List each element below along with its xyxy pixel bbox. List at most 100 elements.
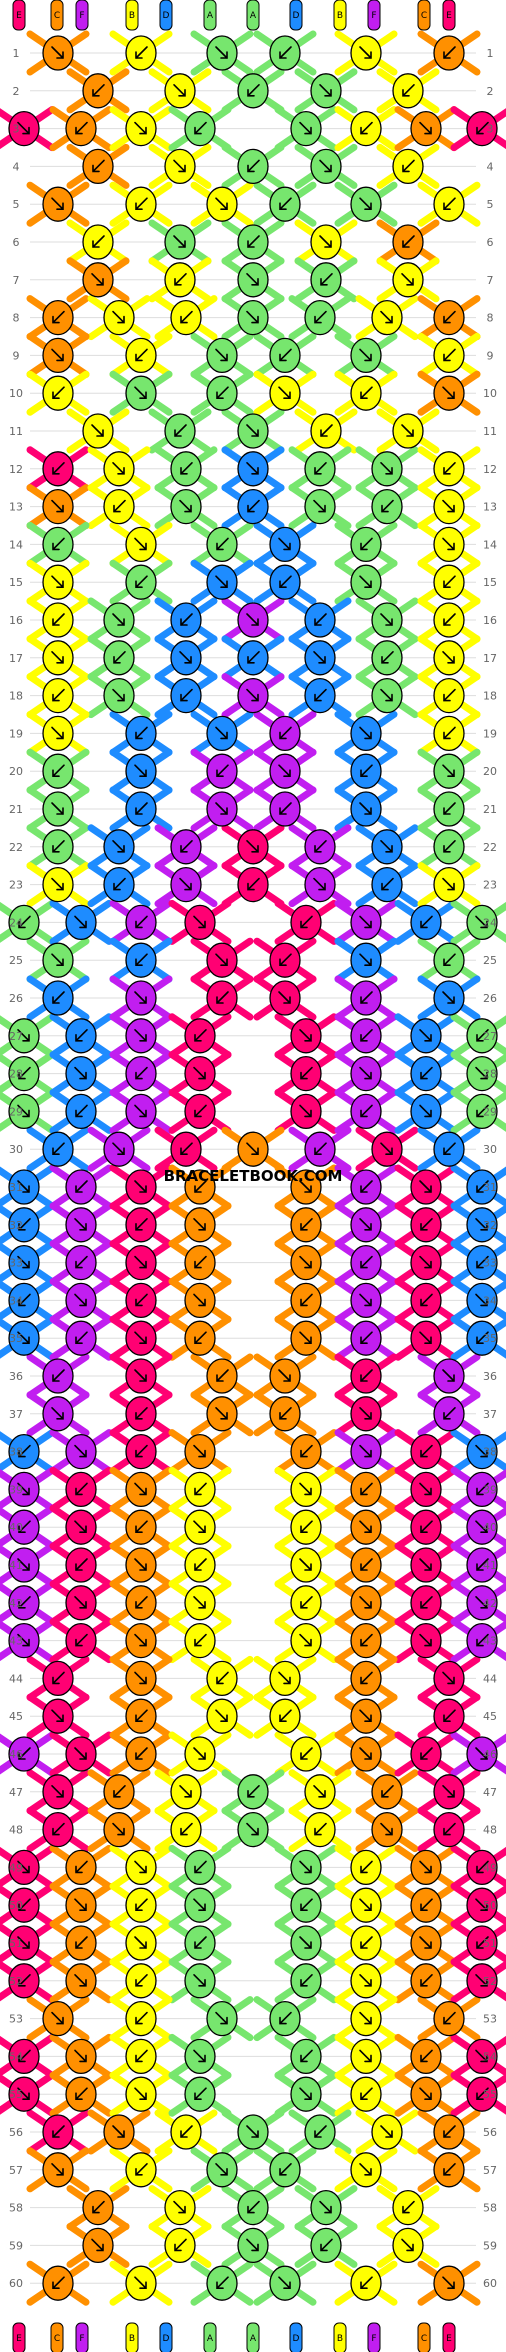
knot: [42, 375, 74, 411]
string-tag-label: A: [207, 2334, 214, 2344]
knot: [125, 942, 157, 978]
knot-arrow-icon: [246, 840, 259, 853]
knot: [8, 1736, 40, 1772]
knot: [103, 1131, 135, 1167]
knot-arrow-icon: [279, 2163, 292, 2176]
knot: [125, 904, 157, 941]
knot-arrow-icon: [360, 991, 373, 1004]
knot: [103, 1774, 135, 1810]
knot-arrow-icon: [442, 499, 455, 513]
knot-arrow-icon: [420, 1066, 433, 1080]
knot-arrow-icon: [247, 499, 260, 513]
knot-arrow-icon: [359, 1066, 372, 1080]
knot-arrow-icon: [443, 2163, 456, 2176]
knot-arrow-icon: [419, 121, 432, 135]
knot-arrow-icon: [360, 764, 373, 777]
knot: [410, 1471, 442, 1508]
knot-arrow-icon: [74, 1974, 87, 1987]
row-number-left: 5: [13, 198, 20, 211]
row-number-right: 31: [483, 1181, 497, 1194]
knot: [206, 791, 238, 827]
knot: [466, 1547, 498, 1583]
knot: [290, 2038, 322, 2075]
knot-arrow-icon: [134, 1029, 147, 1042]
knot: [164, 262, 196, 298]
knot-arrow-icon: [75, 1029, 88, 1042]
knot-arrow-icon: [193, 1974, 206, 1987]
knot: [237, 2189, 269, 2226]
row-number-left: 57: [9, 2164, 23, 2177]
knot-arrow-icon: [74, 1747, 87, 1760]
knot-arrow-icon: [194, 1558, 207, 1571]
row-number-right: 27: [483, 1030, 497, 1043]
knot-arrow-icon: [74, 1596, 87, 1609]
row-number-left: 20: [9, 765, 23, 778]
row-number-right: 22: [483, 841, 497, 854]
string-tag-shape: [159, 0, 173, 31]
row-number-left: 12: [9, 463, 23, 476]
knot-arrow-icon: [135, 726, 148, 740]
knot: [433, 526, 465, 563]
knot-arrow-icon: [52, 991, 65, 1004]
knot: [290, 1055, 322, 1092]
knot: [410, 1320, 442, 1356]
row-number-left: 47: [9, 1786, 23, 1799]
knot: [8, 1433, 40, 1470]
knot: [184, 1244, 216, 1281]
knot-arrow-icon: [135, 1596, 148, 1609]
row-number-right: 54: [483, 2050, 497, 2063]
knot: [350, 1509, 382, 1545]
knot-arrow-icon: [381, 1785, 394, 1798]
knot-arrow-icon: [134, 1558, 147, 1571]
knot: [125, 1358, 157, 1394]
knot: [290, 110, 322, 147]
knot: [350, 1396, 382, 1432]
knot-arrow-icon: [74, 1520, 87, 1533]
knot: [371, 829, 403, 865]
knot-arrow-icon: [18, 1293, 31, 1307]
knot: [290, 2076, 322, 2112]
row-number-right: 9: [487, 349, 494, 362]
knot: [269, 375, 301, 411]
knot-arrow-icon: [193, 1293, 206, 1307]
knot: [350, 1698, 382, 1734]
knot-arrow-icon: [18, 1066, 31, 1080]
knot: [371, 640, 403, 676]
knot-arrow-icon: [299, 1936, 312, 1949]
knot-arrow-icon: [18, 1747, 31, 1760]
knot: [125, 2152, 157, 2188]
knot-arrow-icon: [134, 1936, 147, 1949]
knot: [103, 677, 135, 714]
knot-arrow-icon: [475, 1747, 488, 1760]
knot: [65, 1244, 97, 1281]
row-number-right: 60: [483, 2277, 497, 2290]
knot: [350, 1207, 382, 1243]
knot: [82, 224, 114, 260]
knot: [466, 1585, 498, 1621]
row-number-right: 2: [487, 85, 494, 98]
row-number-left: 16: [9, 614, 23, 627]
knot: [269, 791, 301, 827]
knot: [350, 1282, 382, 1319]
knot-arrow-icon: [135, 915, 148, 929]
knot-arrow-icon: [360, 1029, 373, 1042]
knot: [170, 299, 202, 336]
knot-arrow-icon: [75, 1633, 88, 1647]
knot: [206, 2152, 238, 2188]
knot-arrow-icon: [443, 1822, 456, 1836]
knot: [164, 73, 196, 109]
knot-arrow-icon: [74, 1066, 87, 1080]
knot: [125, 1093, 157, 1130]
knot: [8, 1925, 40, 1961]
row-number-left: 43: [9, 1635, 23, 1648]
knot: [237, 1774, 269, 1810]
knot: [410, 904, 442, 941]
knot-arrow-icon: [300, 1218, 313, 1231]
knot-arrow-icon: [52, 310, 65, 324]
knot: [350, 791, 382, 827]
knot-arrow-icon: [179, 651, 192, 664]
knot: [350, 1660, 382, 1697]
knot-arrow-icon: [112, 310, 125, 324]
row-number-left: 31: [9, 1181, 23, 1194]
knot-arrow-icon: [92, 235, 105, 248]
